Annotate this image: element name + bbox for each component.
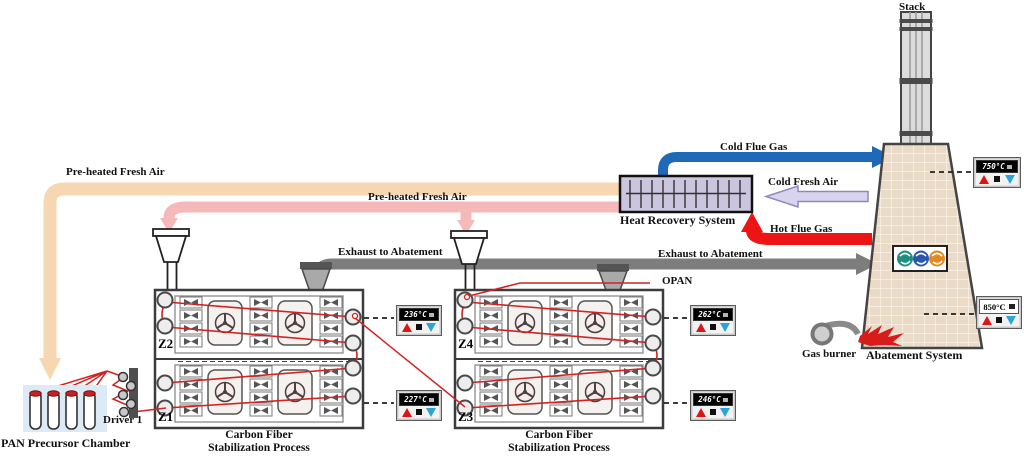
temp-screen: 227°C — [399, 393, 439, 406]
triangle-down-icon — [1005, 174, 1015, 184]
triangle-down-icon — [720, 322, 730, 332]
zone-label-z4: Z4 — [458, 336, 474, 351]
triangle-down-icon — [426, 322, 436, 332]
stabilization-oven-right — [455, 290, 663, 428]
up-arrow-icon — [741, 212, 763, 232]
hot-flue-gas-pipe — [741, 212, 872, 245]
oven-caption-line2: Stabilization Process — [208, 442, 310, 454]
right-arrow-icon — [856, 253, 878, 275]
opan-node-icon — [463, 293, 471, 301]
flame-icon — [858, 325, 904, 346]
triangle-up-icon — [696, 322, 706, 332]
temp-display-z4: 262°C — [690, 305, 736, 336]
gas-burner-icon — [810, 320, 861, 346]
triangle-up-icon — [982, 315, 992, 325]
zone-label-z1: Z1 — [158, 409, 174, 424]
pan-precursor-chamber-label: PAN Precursor Chamber — [1, 436, 131, 450]
zone-label-z3: Z3 — [458, 409, 474, 424]
temp-value: 750°C — [982, 162, 1005, 171]
catalyst-swirl-icons — [892, 245, 948, 272]
preheated-fresh-air-pipe — [39, 182, 620, 380]
temp-screen: 262°C — [693, 308, 733, 321]
pan-chamber — [23, 385, 107, 432]
temp-value: 227°C — [404, 395, 427, 404]
oven-right-caption: Carbon Fiber Stabilization Process — [455, 429, 663, 455]
screen-square-icon — [722, 397, 728, 402]
temp-screen: 850°C — [979, 299, 1019, 314]
air-intake-funnel-icon — [450, 230, 488, 290]
triangle-up-icon — [696, 407, 706, 417]
teal-swirl-icon — [897, 250, 913, 267]
stabilization-oven-left — [155, 290, 363, 428]
stack-chimney — [899, 11, 933, 145]
abatement-system-label: Abatement System — [866, 348, 963, 362]
square-stop-icon — [996, 317, 1002, 323]
temp-display-z2: 236°C — [396, 305, 442, 336]
square-stop-icon — [416, 409, 422, 415]
square-stop-icon — [710, 409, 716, 415]
screen-square-icon — [428, 312, 434, 317]
square-stop-icon — [994, 176, 1000, 182]
screen-square-icon — [722, 312, 728, 317]
heat-recovery-system-label: Heat Recovery System — [620, 213, 736, 227]
cold-fresh-air-arrow-icon — [763, 184, 869, 209]
oven-caption-line2: Stabilization Process — [508, 442, 610, 454]
exhaust-to-abatement-label: Exhaust to Abatement — [338, 246, 443, 258]
driver-rollers — [117, 368, 138, 418]
temp-screen: 750°C — [976, 160, 1018, 173]
triangle-down-icon — [720, 407, 730, 417]
square-stop-icon — [710, 324, 716, 330]
temp-value: 262°C — [698, 310, 721, 319]
oven-left-caption: Carbon Fiber Stabilization Process — [155, 429, 363, 455]
triangle-down-icon — [426, 407, 436, 417]
zone-label-z2: Z2 — [158, 336, 174, 351]
temp-value: 246°C — [698, 395, 721, 404]
orange-swirl-icon — [929, 250, 945, 267]
exhaust-funnel-icon — [597, 264, 629, 294]
oven-caption-line1: Carbon Fiber — [525, 429, 593, 441]
temp-display-z1: 227°C — [396, 390, 442, 421]
exhaust-funnel-icon — [300, 262, 332, 293]
screen-square-icon — [1006, 164, 1012, 169]
triangle-up-icon — [402, 407, 412, 417]
triangle-up-icon — [402, 322, 412, 332]
temp-screen: 236°C — [399, 308, 439, 321]
screen-square-icon — [1008, 304, 1015, 309]
blue-swirl-icon — [913, 250, 929, 267]
stack-label: Stack — [899, 1, 926, 13]
square-stop-icon — [416, 324, 422, 330]
heat-recovery-exchanger — [618, 174, 754, 214]
temp-display-abatement-inlet: 750°C — [973, 157, 1021, 188]
preheated-fresh-air-hot-pipe — [160, 201, 620, 235]
exhaust-to-abatement-label: Exhaust to Abatement — [658, 248, 763, 260]
temp-value: 850°C — [983, 301, 1006, 312]
air-intake-funnel-icon — [152, 228, 190, 290]
oven-caption-line1: Carbon Fiber — [225, 429, 293, 441]
temp-display-z3: 246°C — [690, 390, 736, 421]
cold-flue-gas-label: Cold Flue Gas — [720, 141, 788, 153]
hot-flue-gas-label: Hot Flue Gas — [770, 223, 833, 235]
cold-fresh-air-label: Cold Fresh Air — [768, 176, 839, 188]
driver-1-label: Driver 1 — [103, 414, 143, 426]
down-arrow-icon — [457, 220, 475, 235]
display-connectors — [364, 171, 976, 404]
down-arrow-icon — [160, 218, 178, 233]
triangle-up-icon — [979, 174, 989, 184]
screen-square-icon — [428, 397, 434, 402]
preheated-fresh-air-label: Pre-heated Fresh Air — [368, 191, 467, 203]
fiber-node-icon — [351, 312, 359, 320]
temp-screen: 246°C — [693, 393, 733, 406]
triangle-down-icon — [1006, 315, 1016, 325]
preheated-fresh-air-label: Pre-heated Fresh Air — [66, 166, 165, 178]
gas-burner-label: Gas burner — [802, 348, 857, 360]
temp-display-abatement-chamber: 850°C — [976, 296, 1022, 329]
spool — [29, 390, 96, 430]
down-arrow-icon — [39, 358, 61, 380]
temp-value: 236°C — [404, 310, 427, 319]
opan-label: OPAN — [662, 275, 693, 287]
